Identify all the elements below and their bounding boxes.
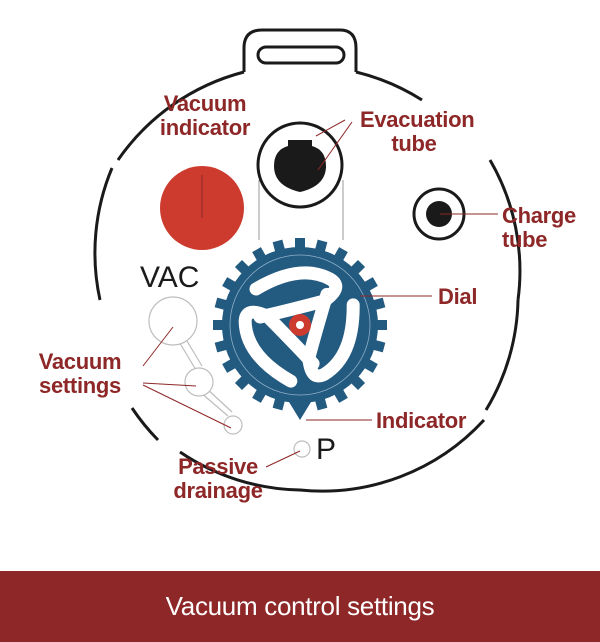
label-vacuum-settings: Vacuum settings	[32, 350, 128, 398]
label-dial: Dial	[438, 284, 478, 309]
label-line: drainage	[173, 478, 263, 503]
label-line: tube	[391, 131, 437, 156]
label-line: Passive	[178, 454, 258, 479]
label-line: tube	[502, 227, 548, 252]
charge-tube-icon	[412, 187, 498, 241]
label-indicator: Indicator	[376, 408, 467, 433]
label-evacuation-tube: Evacuation tube	[360, 107, 475, 156]
caption-text: Vacuum control settings	[165, 591, 435, 621]
hanging-tab-slot	[256, 45, 346, 65]
label-vacuum-indicator: Vacuum indicator	[150, 92, 260, 140]
label-line: Vacuum	[38, 349, 122, 374]
label-passive-drainage: Passive drainage	[168, 455, 268, 503]
vacuum-control-diagram: Vacuum indicator Evacuation tube Charge …	[32, 28, 576, 503]
vacuum-setting-circles	[148, 296, 243, 435]
dial-icon	[213, 238, 432, 421]
label-line: Evacuation	[360, 107, 475, 132]
label-line: indicator	[159, 115, 251, 140]
label-charge-tube: Charge tube	[502, 204, 576, 252]
passive-drainage-circle	[293, 440, 311, 458]
label-line: Vacuum	[163, 91, 247, 116]
caption-bar: Vacuum control settings	[0, 571, 600, 642]
label-line: settings	[39, 373, 121, 398]
p-mark: P	[316, 433, 337, 466]
label-line: Charge	[502, 203, 576, 228]
vac-mark: VAC	[140, 261, 200, 294]
housing-outline	[93, 28, 522, 493]
evacuation-tube-icon	[256, 119, 346, 240]
